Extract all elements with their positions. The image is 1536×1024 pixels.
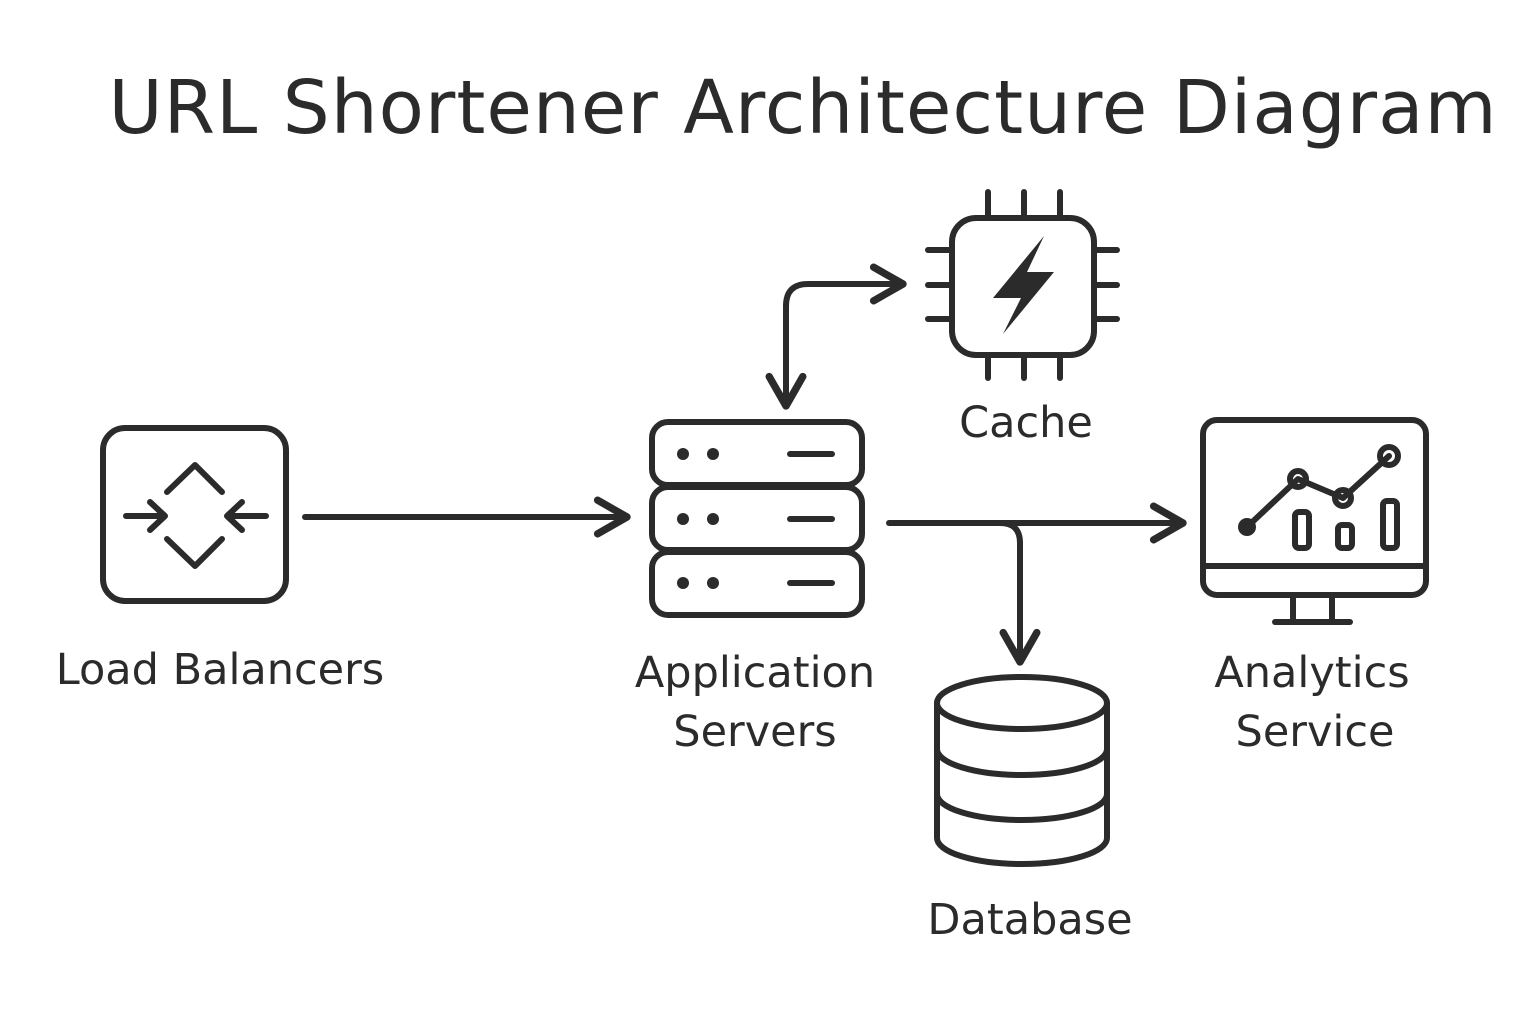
cache-node: Cache: [925, 189, 1120, 448]
application-servers-label-line1: Application: [635, 648, 875, 698]
arrow-app-to-database: [997, 520, 1041, 666]
application-servers-label-line2: Servers: [673, 707, 836, 757]
chip-lightning-icon: [925, 189, 1120, 381]
cache-label: Cache: [959, 398, 1093, 448]
load-balancers-label: Load Balancers: [56, 645, 384, 695]
analytics-service-node: Analytics Service: [1200, 417, 1429, 757]
monitor-chart-icon: [1200, 417, 1429, 625]
analytics-service-label-line2: Service: [1236, 707, 1395, 757]
database-label: Database: [927, 895, 1132, 945]
analytics-service-label-line1: Analytics: [1214, 648, 1409, 698]
load-balancers-node: Load Balancers: [56, 425, 384, 695]
application-servers-node: Application Servers: [635, 419, 875, 757]
arrow-app-cache: [765, 263, 907, 410]
load-balancer-icon: [100, 425, 289, 604]
server-stack-icon: [649, 419, 865, 618]
database-node: Database: [927, 674, 1133, 945]
page-title: URL Shortener Architecture Diagram: [108, 65, 1497, 151]
database-cylinder-icon: [934, 674, 1110, 867]
